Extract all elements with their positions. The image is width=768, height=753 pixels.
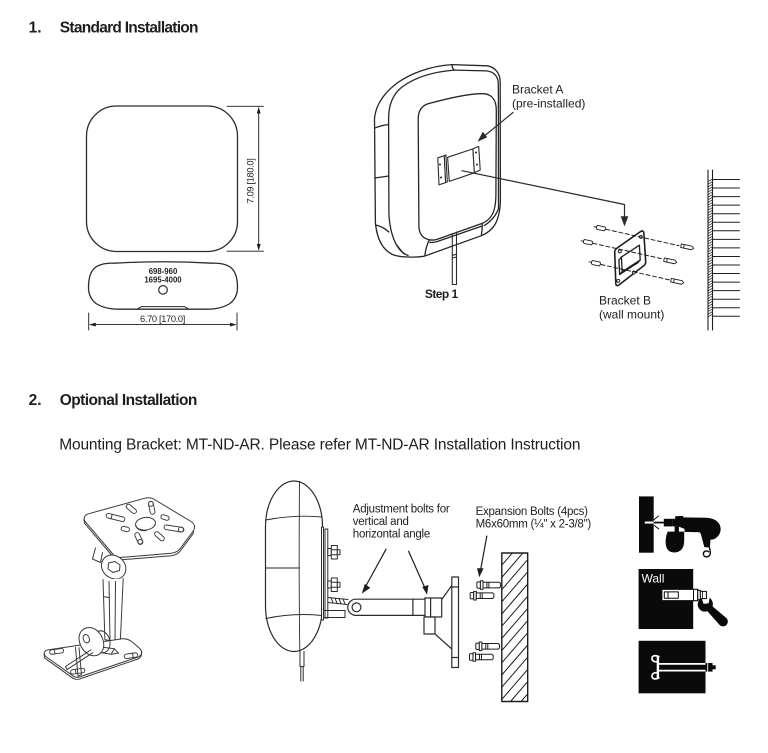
svg-text:Expansion Bolts (4pcs): Expansion Bolts (4pcs) <box>476 506 589 518</box>
svg-text:Mounting Bracket: MT-ND-AR. Pl: Mounting Bracket: MT-ND-AR. Please refer… <box>59 436 580 453</box>
svg-text:(wall mount): (wall mount) <box>599 308 664 322</box>
svg-text:1.: 1. <box>29 20 42 37</box>
svg-text:vertical and: vertical and <box>353 516 409 528</box>
svg-text:Standard Installation: Standard Installation <box>60 20 198 37</box>
svg-text:Optional Installation: Optional Installation <box>60 392 197 409</box>
svg-text:Adjustment bolts for: Adjustment bolts for <box>353 504 450 516</box>
svg-text:2.: 2. <box>29 392 42 409</box>
svg-text:698-960: 698-960 <box>149 267 178 276</box>
svg-text:M6x60mm (¼" x 2-3/8"): M6x60mm (¼" x 2-3/8") <box>476 519 592 531</box>
svg-text:Bracket B: Bracket B <box>599 293 651 307</box>
svg-text:(pre-installed): (pre-installed) <box>512 97 585 111</box>
svg-text:horizontal angle: horizontal angle <box>353 528 430 540</box>
svg-text:Wall: Wall <box>642 572 665 586</box>
svg-text:7.09 [180.0]: 7.09 [180.0] <box>246 159 256 204</box>
svg-text:Step 1: Step 1 <box>425 287 459 301</box>
svg-text:1695-4000: 1695-4000 <box>144 276 182 285</box>
svg-text:6.70 [170.0]: 6.70 [170.0] <box>140 314 185 324</box>
svg-text:Bracket A: Bracket A <box>512 82 563 96</box>
